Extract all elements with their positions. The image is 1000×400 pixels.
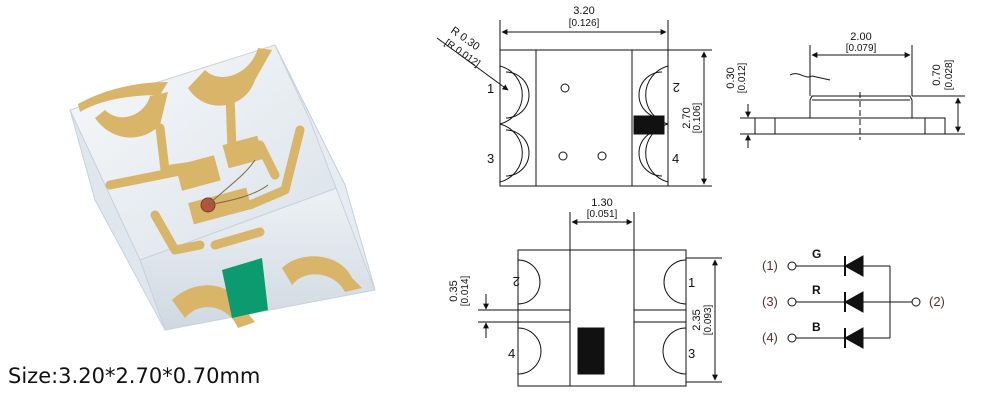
gold-pad-bottom-right-arc [282,256,362,292]
schematic-pin-3: (3) [762,294,778,309]
bottom-view-pin-4: 4 [508,346,515,361]
side-view-height-dim-in: [0.028] [944,59,955,90]
side-view-pcb-dim-in: [0.012] [737,62,748,93]
top-view-pin-2: 2 [673,80,680,95]
top-view-pin-1: 1 [487,81,494,96]
die-pad-a [175,155,221,191]
pin-4-terminal [787,333,797,343]
side-view-dome [809,95,913,118]
side-view-width-dim-in: [0.079] [846,43,877,54]
bottom-view-outline [517,249,687,387]
schematic-label-b: B [812,320,821,334]
bottom-view-height-dim-in: [0.093] [703,304,714,335]
led-body-right [274,44,376,291]
cathode-mark [222,258,268,318]
pin-3-terminal [787,297,797,307]
diode-b [843,327,864,349]
bottom-view-pin-3: 3 [688,346,695,361]
led-body-left [69,109,166,331]
top-view-cathode-block [633,115,665,135]
size-caption: Size:3.20*2.70*0.70mm [8,364,261,388]
bottom-view-gap-dim: 1.30 [591,197,612,209]
bottom-view-pin-1: 1 [688,275,695,290]
pin-2-terminal [911,297,921,307]
top-view-outline [499,49,669,187]
side-view-pcb [754,117,946,135]
gold-pad-top-left-arc [95,92,168,138]
die-pad-c [188,187,252,225]
bottom-view [478,212,722,387]
top-view-width-dim-in: [0.126] [569,18,600,29]
bottom-view-height-dim: 2.35 [691,309,703,330]
top-view-width-dim: 3.20 [573,5,594,17]
gold-pad-top-left [78,82,168,112]
die-pad-b [222,135,264,169]
top-view [436,20,712,187]
rgb-schematic [787,255,921,349]
schematic-label-r: R [812,283,821,297]
diode-g [843,255,864,277]
bottom-view-pin-2: 2 [513,274,520,289]
side-view-pcb-dim: 0.30 [725,67,737,88]
bottom-view-pad-gap-dim: 0.35 [448,280,460,301]
schematic-common-pin: (2) [929,294,945,309]
bottom-view-gap-dim-in: [0.051] [587,209,618,220]
top-view-pin-4: 4 [672,151,679,166]
top-view-pin-3: 3 [487,151,494,166]
product-photo [69,44,376,331]
top-view-height-dim-in: [0.106] [692,102,703,133]
pin-1-terminal [787,261,797,271]
schematic-label-g: G [812,247,821,261]
bottom-view-pad-gap-dim-in: [0.014] [460,275,471,306]
side-view [740,45,965,148]
schematic-pin-4: (4) [762,330,778,345]
gold-pad-top-right-arc [188,48,272,106]
top-view-height-dim: 2.70 [681,107,693,128]
bond-wires [207,159,269,206]
diode-r [843,291,864,313]
side-view-width-dim: 2.00 [850,31,871,43]
schematic-pin-1: (1) [762,258,778,273]
bottom-view-polarity-mark [577,327,605,375]
side-view-height-dim: 0.70 [931,64,943,85]
